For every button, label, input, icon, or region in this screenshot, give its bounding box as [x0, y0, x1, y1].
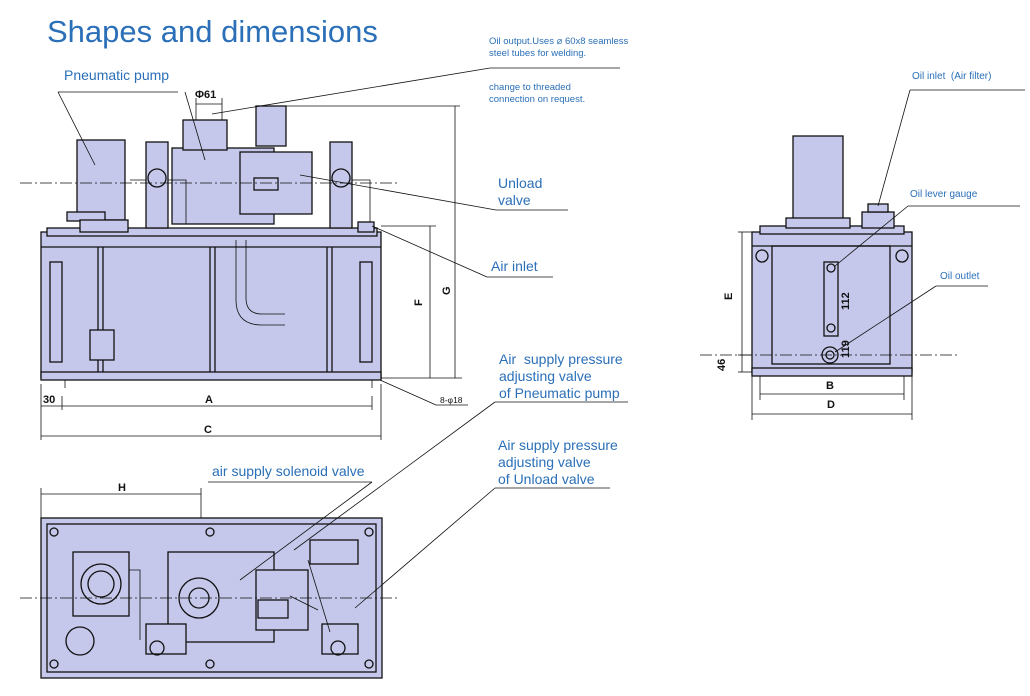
dim-30: 30 [43, 394, 56, 406]
label-pneumatic-pump: Pneumatic pump [64, 67, 170, 83]
top-view [20, 488, 400, 679]
dim-F: F [413, 299, 425, 306]
dim-H: H [118, 482, 126, 494]
dim-phi61: Φ61 [195, 89, 217, 101]
dim-46: 46 [716, 358, 728, 371]
label-air-inlet: Air inlet [491, 258, 538, 274]
label-uv-adjust-line3: of Unload valve [498, 471, 595, 487]
label-pp-adjust-line3: of Pneumatic pump [499, 385, 620, 401]
label-pp-adjust-line2: adjusting valve [499, 368, 592, 384]
dim-C: C [204, 424, 212, 436]
label-uv-adjust-line2: adjusting valve [498, 454, 591, 470]
dim-112: 112 [840, 292, 852, 310]
dim-holes: 8-φ18 [440, 395, 463, 405]
side-view [700, 135, 960, 420]
front-view [20, 98, 462, 440]
dim-B: B [826, 380, 834, 392]
label-oil-output-line1: Oil output.Uses ⌀ 60x8 seamless [489, 36, 629, 47]
label-threaded-line2: connection on request. [489, 94, 586, 105]
dim-A: A [205, 394, 213, 406]
label-oil-output-line2: steel tubes for welding. [489, 48, 587, 59]
label-oil-outlet: Oil outlet [940, 271, 980, 282]
dim-119: 119 [840, 340, 852, 358]
dim-E: E [723, 292, 735, 300]
label-pp-adjust-line1: Air supply pressure [499, 351, 623, 367]
label-unload-line2: valve [498, 192, 531, 208]
dim-D: D [827, 399, 835, 411]
pump-tower [76, 139, 126, 221]
label-oil-inlet: Oil inlet (Air filter) [912, 71, 992, 82]
label-unload-line1: Unload [498, 175, 543, 191]
dim-G: G [441, 286, 453, 295]
label-solenoid-valve: air supply solenoid valve [212, 463, 365, 479]
leader-lines [57, 67, 1025, 609]
label-threaded-line1: change to threaded [489, 82, 571, 93]
label-oil-lever-gauge: Oil lever gauge [910, 189, 978, 200]
label-uv-adjust-line1: Air supply pressure [498, 437, 618, 453]
page-title: Shapes and dimensions [47, 14, 378, 49]
